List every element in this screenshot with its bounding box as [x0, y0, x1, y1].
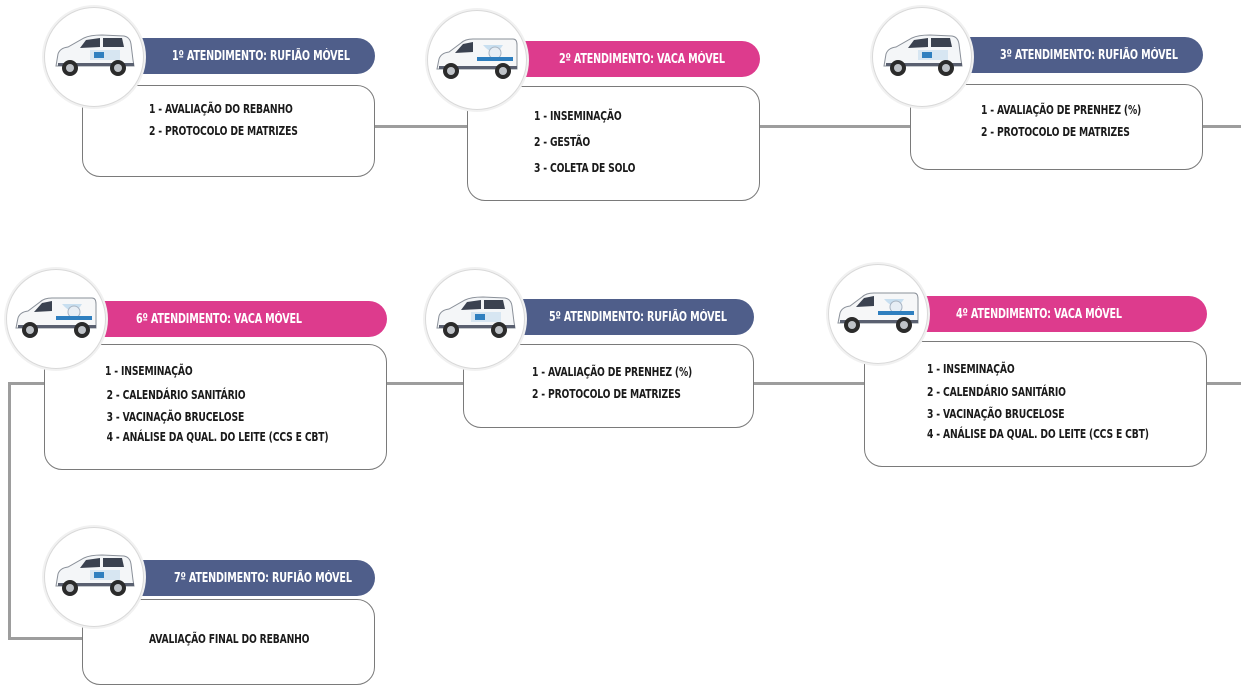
car-icon [55, 554, 135, 596]
connector-1-2 [374, 125, 468, 128]
van-icon [15, 297, 97, 338]
card-6-item: 3 - VACINAÇÃO BRUCELOSE [106, 409, 245, 424]
card-6-item: 2 - CALENDÁRIO SANITÁRIO [106, 387, 246, 402]
card-3-banner: 3º ATENDIMENTO: RUFIÃO MÓVEL [948, 37, 1203, 73]
card-4-item: 3 - VACINAÇÃO BRUCELOSE [927, 406, 1065, 421]
card-6-item: 1 - INSEMINAÇÃO [105, 363, 193, 378]
card-5-item: 1 - AVALIAÇÃO DE PRENHEZ (%) [532, 364, 693, 379]
card-1-item: 1 - AVALIAÇÃO DO REBANHO [149, 101, 293, 116]
card-7-box: AVALIAÇÃO FINAL DO REBANHO [82, 599, 375, 685]
card-1-title: 1º ATENDIMENTO: RUFIÃO MÓVEL [172, 48, 350, 64]
card-5-vehicle [425, 269, 525, 369]
card-5-title: 5º ATENDIMENTO: RUFIÃO MÓVEL [549, 309, 727, 325]
card-5-box: 1 - AVALIAÇÃO DE PRENHEZ (%) 2 - PROTOCO… [463, 344, 754, 428]
card-7-vehicle [44, 527, 144, 627]
card-6-box: 1 - INSEMINAÇÃO 2 - CALENDÁRIO SANITÁRIO… [44, 344, 387, 470]
connector-7-left [8, 637, 83, 640]
card-5-item: 2 - PROTOCOLO DE MATRIZES [532, 386, 681, 401]
connector-4-out [1206, 382, 1241, 385]
card-2-banner: 2º ATENDIMENTO: VACA MÓVEL [507, 41, 760, 77]
card-3-item: 1 - AVALIAÇÃO DE PRENHEZ (%) [981, 102, 1142, 117]
card-7-item: AVALIAÇÃO FINAL DO REBANHO [149, 631, 310, 646]
connector-6-5 [386, 382, 464, 385]
card-6-item: 4 - ANÁLISE DA QUAL. DO LEITE (CCS E CBT… [106, 429, 329, 444]
card-6-title: 6º ATENDIMENTO: VACA MÓVEL [136, 311, 302, 327]
card-3-item: 2 - PROTOCOLO DE MATRIZES [981, 124, 1130, 139]
connector-2-3 [759, 125, 911, 128]
card-1-box: 1 - AVALIAÇÃO DO REBANHO 2 - PROTOCOLO D… [82, 85, 375, 177]
card-2-box: 1 - INSEMINAÇÃO 2 - GESTÃO 3 - COLETA DE… [467, 86, 760, 201]
card-2-item: 1 - INSEMINAÇÃO [534, 108, 622, 123]
card-4-box: 1 - INSEMINAÇÃO 2 - CALENDÁRIO SANITÁRIO… [864, 341, 1207, 467]
card-4-item: 4 - ANÁLISE DA QUAL. DO LEITE (CCS E CBT… [927, 426, 1149, 441]
car-icon [55, 34, 135, 76]
card-1-vehicle [44, 7, 144, 107]
connector-3-out [1202, 125, 1241, 128]
card-3-vehicle [872, 7, 972, 107]
card-2-item: 3 - COLETA DE SOLO [534, 160, 636, 175]
card-4-title: 4º ATENDIMENTO: VACA MÓVEL [956, 306, 1122, 322]
van-icon [436, 38, 518, 79]
car-icon [883, 34, 963, 76]
card-2-title: 2º ATENDIMENTO: VACA MÓVEL [559, 51, 725, 67]
card-4-item: 2 - CALENDÁRIO SANITÁRIO [927, 384, 1066, 399]
car-icon [436, 296, 516, 338]
card-6-banner: 6º ATENDIMENTO: VACA MÓVEL [84, 301, 387, 337]
van-icon [837, 292, 919, 333]
card-6-vehicle [6, 269, 106, 369]
card-2-vehicle [427, 10, 527, 110]
card-2-item: 2 - GESTÃO [534, 134, 591, 149]
connector-5-4 [753, 382, 865, 385]
card-4-vehicle [828, 264, 928, 364]
card-1-banner: 1º ATENDIMENTO: RUFIÃO MÓVEL [120, 38, 375, 74]
card-3-title: 3º ATENDIMENTO: RUFIÃO MÓVEL [1000, 47, 1178, 63]
card-7-title: 7º ATENDIMENTO: RUFIÃO MÓVEL [174, 570, 352, 586]
connector-6-left [8, 382, 44, 385]
card-5-banner: 5º ATENDIMENTO: RUFIÃO MÓVEL [497, 299, 754, 335]
card-1-item: 2 - PROTOCOLO DE MATRIZES [149, 123, 298, 138]
card-3-box: 1 - AVALIAÇÃO DE PRENHEZ (%) 2 - PROTOCO… [910, 84, 1203, 170]
card-7-banner: 7º ATENDIMENTO: RUFIÃO MÓVEL [122, 560, 375, 596]
card-4-item: 1 - INSEMINAÇÃO [927, 361, 1015, 376]
card-4-banner: 4º ATENDIMENTO: VACA MÓVEL [904, 296, 1207, 332]
connector-left-vertical [8, 382, 11, 640]
